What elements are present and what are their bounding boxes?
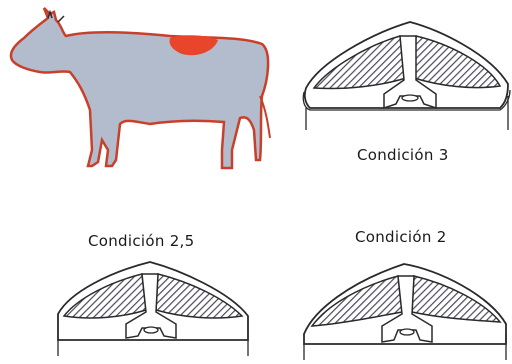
- label-condition-2: Condición 2: [355, 228, 447, 246]
- label-condition-3: Condición 3: [357, 146, 449, 164]
- label-condition-2-5: Condición 2,5: [88, 232, 194, 250]
- section-c2: [304, 264, 506, 360]
